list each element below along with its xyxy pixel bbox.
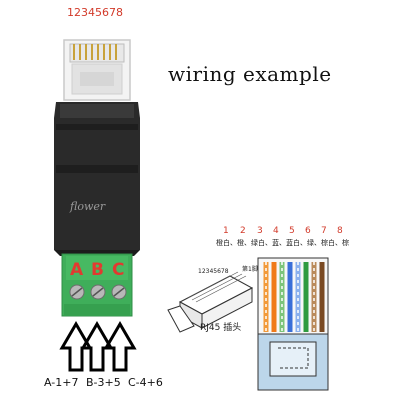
pin-number-1: 1 (223, 226, 229, 236)
combo-label-c: C-4+6 (128, 376, 163, 389)
combo-label-a: A-1+7 (44, 376, 79, 389)
adapter-body: flower (54, 102, 140, 256)
pin-number-8: 8 (337, 226, 343, 236)
pin-number-5: 5 (289, 226, 295, 236)
rj45-pinout-diagram (167, 257, 329, 391)
pin-number-7: 7 (321, 226, 327, 236)
small-pin-order: 12345678 (198, 268, 229, 275)
terminal-letter-a: A (70, 260, 84, 280)
wire-color-sequence: 橙白、橙、绿白、蓝、蓝白、绿、棕白、棕 (216, 239, 349, 247)
rj45-plug-sketch (167, 271, 254, 333)
screw-a (69, 284, 85, 300)
terminal-letter-b: B (91, 260, 104, 280)
screw-b (90, 284, 106, 300)
wiring-caption: wiring example (168, 62, 332, 86)
arrow-b (80, 321, 114, 372)
screw-c (111, 284, 127, 300)
pin1-marker: 第1脚 (242, 266, 258, 273)
rj45-plug-label: RJ45 插头 (200, 323, 242, 333)
rj45-plug-image (63, 39, 131, 101)
pin-number-3: 3 (257, 226, 263, 236)
wire-stripes (263, 262, 325, 332)
pin-number-4: 4 (273, 226, 279, 236)
terminal-block (61, 253, 133, 317)
pin-number-2: 2 (240, 226, 246, 236)
pin-number-6: 6 (305, 226, 311, 236)
brand-logo: flower (69, 200, 106, 213)
combo-label-b: B-3+5 (86, 376, 121, 389)
pin-order-label: 12345678 (67, 6, 123, 19)
arrow-c (103, 321, 137, 372)
arrow-a (59, 321, 93, 372)
pinout-connector (257, 257, 329, 391)
terminal-letter-c: C (112, 260, 125, 280)
